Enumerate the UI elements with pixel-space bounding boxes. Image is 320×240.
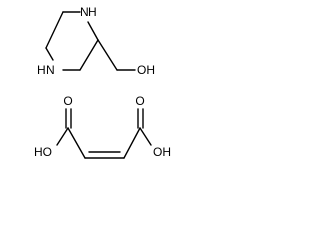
atom-n-left: N xyxy=(46,63,55,77)
chemical-structure-diagram: N H H N OH O O HO OH xyxy=(34,5,171,159)
piperazine-methanol-structure: N H H N OH xyxy=(37,5,155,77)
bond-c3-c4 xyxy=(123,127,141,159)
atom-oh: OH xyxy=(137,63,155,77)
bond-c4-oh-right xyxy=(139,127,152,146)
bond-c5-c6 xyxy=(45,11,64,49)
atom-o-left: O xyxy=(63,94,72,108)
atom-n-top: N xyxy=(80,5,89,19)
atom-oh-right: OH xyxy=(153,145,171,159)
bond-c2-ch2 xyxy=(97,39,118,71)
bond-n-left-c5 xyxy=(45,47,54,61)
bond-c1-c2 xyxy=(67,127,86,159)
atom-o-right: O xyxy=(135,94,144,108)
bond-c2-c3 xyxy=(79,39,99,71)
atom-h-left: H xyxy=(37,63,46,77)
atom-ho-left: HO xyxy=(34,145,52,159)
bond-ho-left-c1 xyxy=(56,127,69,146)
bond-n-top-c2 xyxy=(87,21,99,41)
maleic-acid-structure: O O HO OH xyxy=(34,94,171,159)
atom-h-top: H xyxy=(88,5,97,19)
